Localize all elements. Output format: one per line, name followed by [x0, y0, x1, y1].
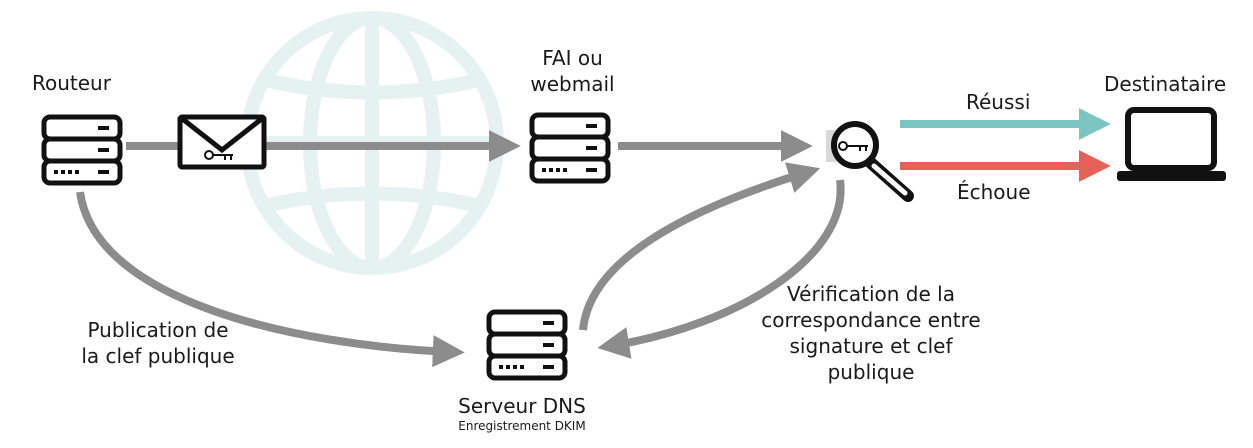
envelope-key-icon: [177, 114, 267, 170]
dns-label-title: Serveur DNS: [458, 394, 586, 418]
recipient-label: Destinataire: [1104, 72, 1227, 96]
success-label: Réussi: [966, 90, 1031, 114]
arrow-dns-query: [597, 179, 845, 359]
isp-label-line2: webmail: [530, 72, 615, 96]
verify-label-line4: publique: [827, 360, 915, 384]
arrow-dns-response: [579, 162, 821, 331]
failure-label: Échoue: [957, 180, 1031, 204]
arrow-publish-key: [76, 191, 465, 368]
verify-label: Vérification de la correspondance entre …: [742, 281, 1000, 385]
router-label: Routeur: [32, 71, 111, 95]
router-server-icon: [44, 117, 120, 183]
verify-label-line1: Vérification de la: [787, 282, 955, 306]
dns-sublabel: Enregistrement DKIM: [458, 419, 586, 433]
flow-arrows: [76, 130, 845, 368]
verify-label-line3: signature et clef: [789, 334, 953, 358]
magnifier-key-icon: [826, 121, 914, 202]
verify-label-line2: correspondance entre: [761, 308, 981, 332]
isp-label: FAI ou webmail: [520, 45, 625, 97]
dns-server-icon: [489, 312, 565, 378]
isp-server-icon: [532, 115, 608, 181]
publish-label: Publication de la clef publique: [40, 317, 276, 369]
isp-label-line1: FAI ou: [542, 46, 603, 70]
dns-label: Serveur DNS Enregistrement DKIM: [428, 393, 616, 433]
publish-label-line1: Publication de: [87, 318, 229, 342]
publish-label-line2: la clef publique: [81, 344, 235, 368]
laptop-icon: [1117, 107, 1226, 181]
